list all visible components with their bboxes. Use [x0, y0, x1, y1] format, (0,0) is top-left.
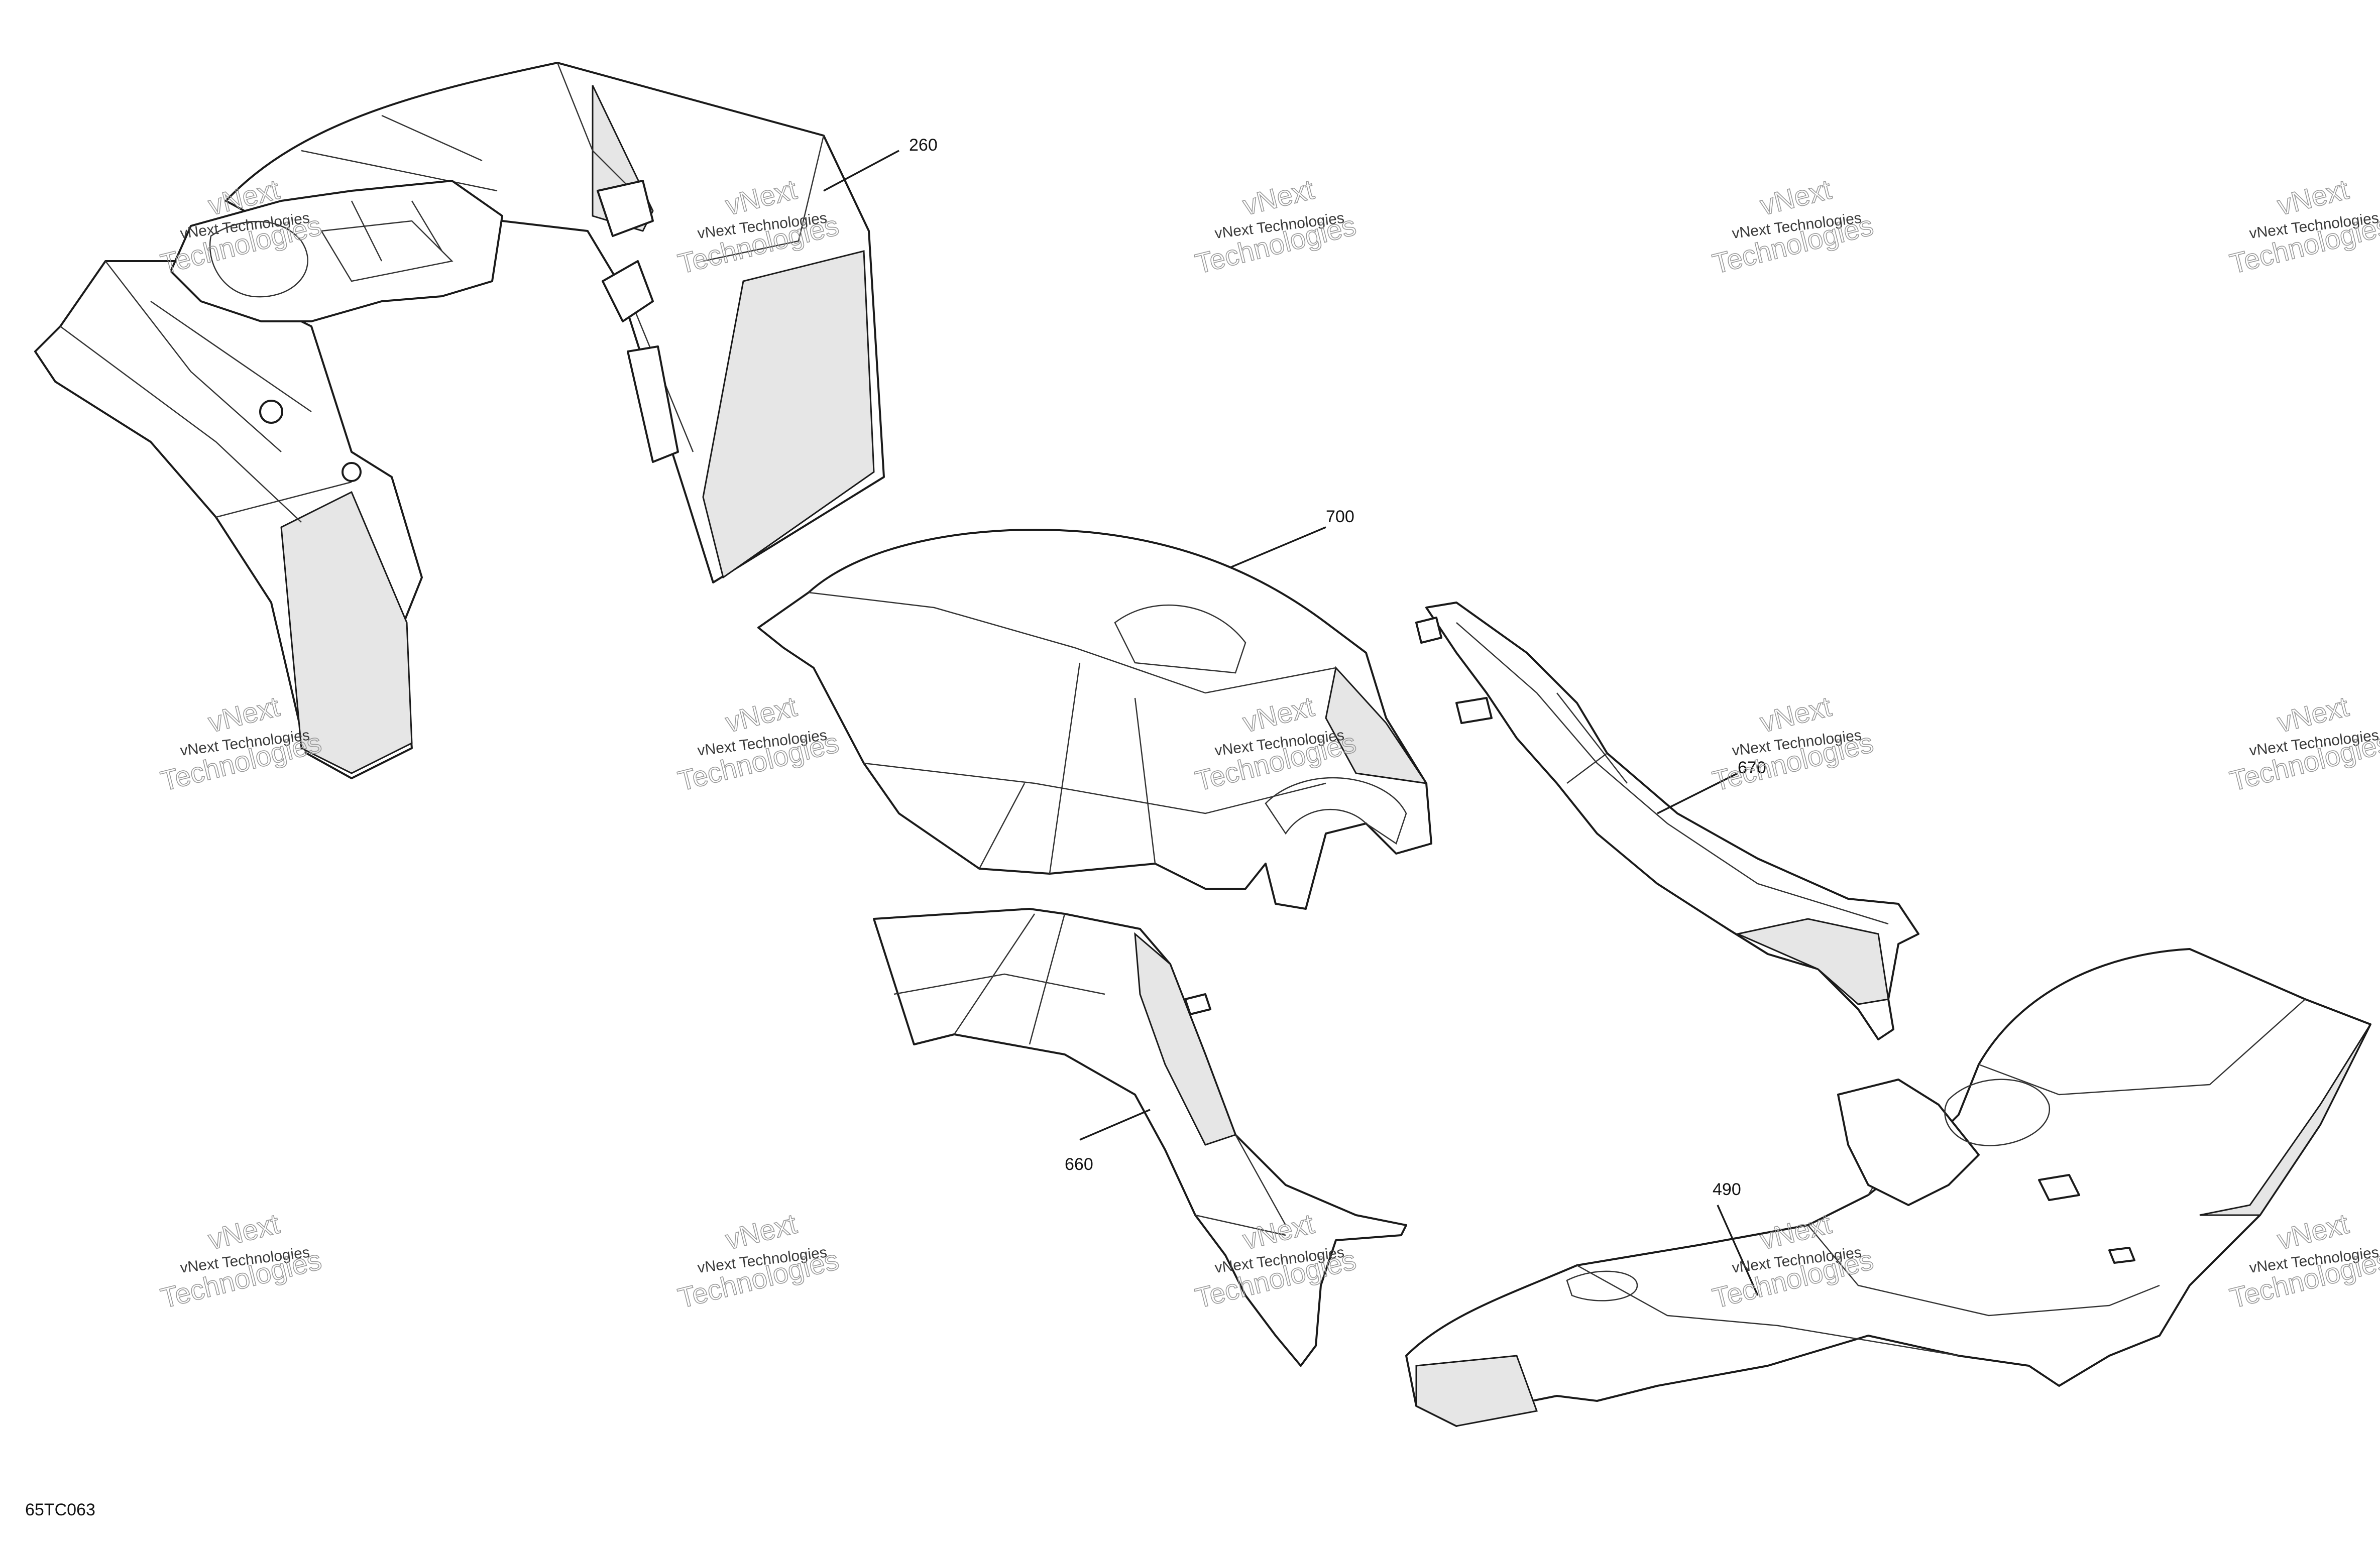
watermark: vNext Technologies vNext Technologies — [674, 1207, 842, 1315]
watermark: vNext Technologies vNext Technologies — [1192, 173, 1359, 280]
watermark: vNext Technologies vNext Technologies — [1709, 690, 1877, 797]
leader-490 — [1717, 1205, 1759, 1296]
callout-260: 260 — [909, 136, 938, 155]
part-660-side-rail — [873, 908, 1407, 1367]
leader-670 — [1657, 772, 1738, 814]
watermark: vNext Technologies vNext Technologies — [157, 1207, 325, 1315]
part-260-front-fascia — [34, 62, 885, 779]
callout-670: 670 — [1738, 758, 1766, 777]
watermark: vNext Technologies vNext Technologies — [2226, 690, 2380, 797]
callout-660: 660 — [1065, 1155, 1093, 1174]
part-490-rear-cover — [1405, 948, 2371, 1427]
callout-490: 490 — [1713, 1180, 1741, 1199]
watermark: vNext Technologies vNext Technologies — [2226, 173, 2380, 280]
watermark: vNext Technologies vNext Technologies — [674, 690, 842, 797]
part-700-top-cover — [757, 529, 1432, 910]
callout-700: 700 — [1326, 507, 1354, 526]
leader-260 — [823, 150, 899, 192]
leader-700 — [1230, 526, 1326, 568]
leader-660 — [1079, 1109, 1151, 1141]
callout-labels: 260 700 670 660 490 — [909, 136, 1766, 1199]
leader-lines — [823, 150, 1759, 1296]
diagram-reference-code: 65TC063 — [25, 1500, 95, 1519]
watermark: vNext Technologies vNext Technologies — [1709, 173, 1877, 280]
part-670-side-rail — [1415, 602, 1919, 1040]
